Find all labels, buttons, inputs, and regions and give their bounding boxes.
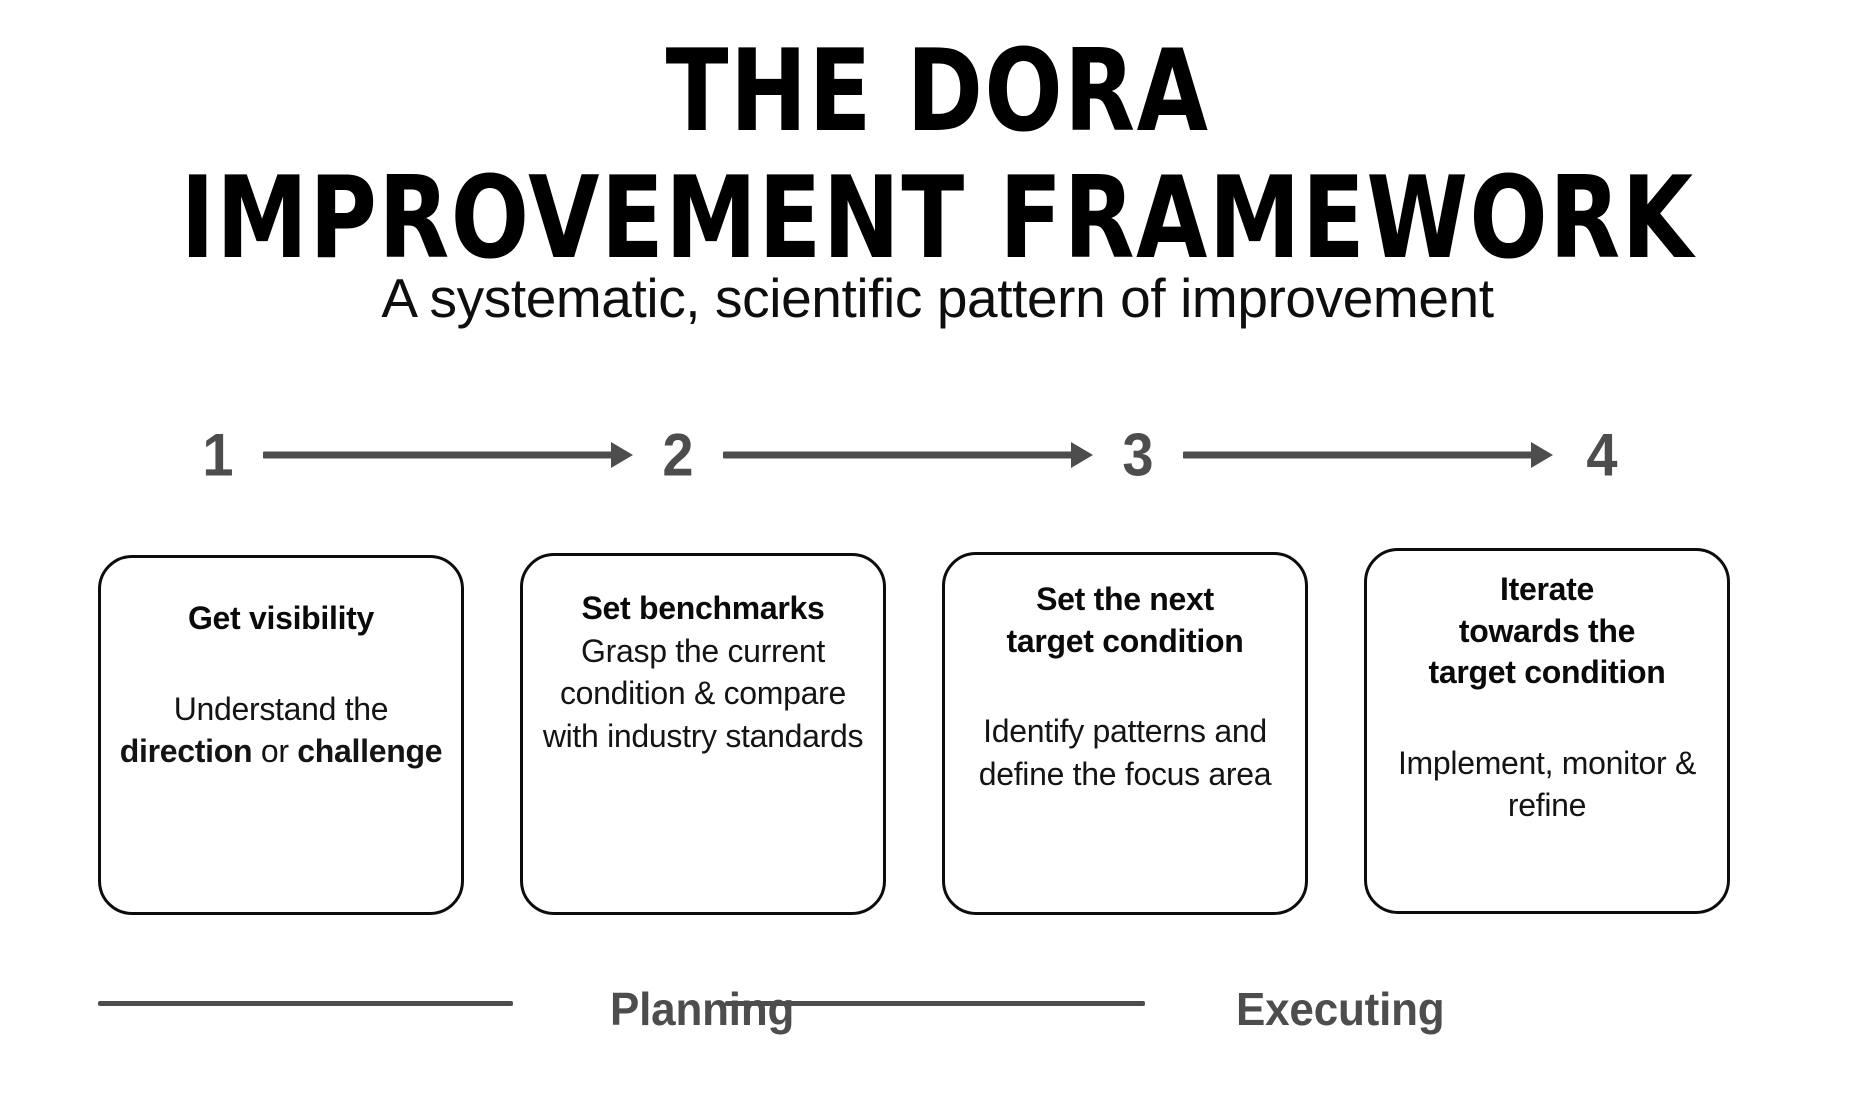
phase-label-executing: Executing	[1236, 983, 1445, 1036]
step-card-3-body: Identify patterns and define the focus a…	[978, 713, 1272, 792]
step-card-4: Iterate towards the target condition Imp…	[1364, 548, 1730, 914]
step-number-1: 1	[202, 420, 234, 489]
header: THE DORA IMPROVEMENT FRAMEWORK	[0, 0, 1875, 281]
arrow-head	[1531, 442, 1553, 468]
step-card-3: Set the next target condition Identify p…	[942, 552, 1308, 915]
step-number-4: 4	[1586, 420, 1618, 489]
step-card-1-body: Understand the direction or challenge	[117, 688, 445, 773]
title-line-2: IMPROVEMENT FRAMEWORK	[180, 151, 1695, 284]
step-card-3-title-line-1: Set the next	[1036, 581, 1214, 617]
arrow-right-icon-1	[263, 442, 633, 468]
step-card-2-body: Grasp the current condition & compare wi…	[542, 632, 864, 754]
page-title: THE DORA IMPROVEMENT FRAMEWORK	[38, 0, 1838, 282]
step-card-2: Set benchmarks Grasp the current conditi…	[520, 553, 886, 915]
step-card-4-title-line-1: Iterate	[1500, 571, 1594, 607]
arrow-shaft	[723, 451, 1080, 459]
step-sequence: 1 2 3 4	[195, 420, 1625, 490]
step-card-4-title: Iterate towards the target condition	[1429, 569, 1666, 694]
body-prefix: Understand the	[173, 690, 389, 727]
step-number-2: 2	[662, 420, 694, 489]
arrow-right-icon-3	[1183, 442, 1553, 468]
step-card-4-body: Implement, monitor & refine	[1397, 744, 1697, 824]
phase-rule-right	[725, 1001, 1145, 1006]
arrow-head	[1071, 442, 1093, 468]
step-card-4-title-line-2: towards the	[1458, 612, 1636, 649]
step-card-1-title: Get visibility	[187, 600, 375, 636]
phase-footer: Planning Executing	[98, 968, 1780, 1038]
phase-label-planning: Planning	[610, 983, 795, 1036]
body-bold-direction: direction	[119, 733, 253, 770]
arrow-shaft	[263, 451, 620, 459]
arrow-right-icon-2	[723, 442, 1093, 468]
body-mid: or	[252, 733, 298, 770]
step-card-3-title-line-2: target condition	[1006, 622, 1244, 659]
step-cards: Get visibility Understand the direction …	[98, 548, 1780, 920]
step-card-3-title: Set the next target condition	[1007, 579, 1244, 662]
arrow-head	[611, 442, 633, 468]
title-line-1: THE DORA	[665, 24, 1210, 157]
page-subtitle: A systematic, scientific pattern of impr…	[381, 267, 1494, 329]
step-card-4-title-line-3: target condition	[1428, 654, 1666, 691]
step-card-2-title: Set benchmarks	[581, 590, 825, 626]
arrow-shaft	[1183, 451, 1540, 459]
body-bold-challenge: challenge	[297, 733, 443, 770]
step-number-3: 3	[1122, 420, 1154, 489]
phase-rule-left	[98, 1001, 513, 1006]
step-card-1: Get visibility Understand the direction …	[98, 555, 464, 915]
